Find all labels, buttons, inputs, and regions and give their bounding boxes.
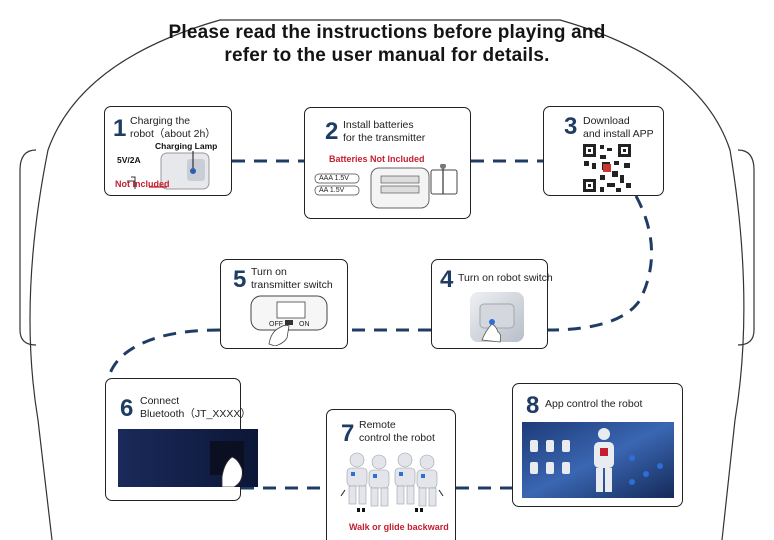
instruction-title-line2: refer to the user manual for details. (224, 45, 550, 66)
step-number: 5 (233, 266, 247, 293)
step-number: 2 (325, 118, 339, 145)
battery-aa-label: AA 1.5V (319, 187, 345, 194)
step-label-line1: Turn on (251, 266, 287, 278)
step-number: 3 (564, 113, 578, 140)
step-number: 6 (120, 395, 134, 422)
qr-code-icon (582, 143, 632, 193)
step-label-line1: Connect (140, 395, 180, 407)
step-number: 1 (113, 115, 127, 142)
step-number: 7 (341, 420, 355, 447)
voltage-label: 5V/2A (117, 155, 141, 165)
not-included-note: Not Included (115, 179, 170, 189)
step-label-line1: Charging the (130, 115, 191, 127)
charging-lamp-label: Charging Lamp (155, 141, 218, 151)
step-label-line1: App control the robot (545, 398, 643, 410)
step-number: 8 (526, 392, 540, 419)
step-8-card: 8 App control the robot (512, 383, 683, 507)
step-label-line2: control the robot (359, 432, 435, 444)
transmitter-switch-illustration (250, 295, 328, 346)
step-6-card: 6 Connect Bluetooth（JT_XXXX） (105, 378, 258, 501)
app-control-screen-illustration (522, 422, 674, 498)
transmitter-battery-illustration (314, 164, 458, 209)
instruction-title-line1: Please read the instructions before play… (168, 22, 606, 43)
step-1-card: 1 Charging the robot（about 2h） Charging … (104, 106, 232, 196)
step-label-line1: Install batteries (343, 119, 414, 131)
batteries-not-included-note: Batteries Not Included (329, 154, 425, 164)
step-label-line2: for the transmitter (343, 132, 426, 144)
step-2-card: 2 Install batteries for the transmitter … (304, 107, 471, 219)
step-3-card: 3 Download and install APP (543, 106, 664, 196)
step-4-card: 4 Turn on robot switch (431, 259, 553, 349)
robot-switch-illustration (470, 292, 524, 343)
step-label-line1: Download (583, 115, 630, 127)
charger-illustration (127, 151, 210, 190)
step-label-line2: robot（about 2h） (130, 128, 216, 140)
step-number: 4 (440, 266, 454, 293)
step-label-line2: transmitter switch (251, 279, 333, 291)
switch-on-label: ON (299, 321, 310, 328)
robots-walking-illustration (340, 452, 444, 512)
step-label-line2: Bluetooth（JT_XXXX） (140, 408, 251, 420)
phone-bluetooth-illustration (118, 429, 258, 487)
walk-glide-note: Walk or glide backward (349, 522, 449, 532)
battery-aaa-label: AAA 1.5V (319, 175, 349, 182)
switch-off-label: OFF (269, 321, 283, 328)
step-label-line1: Turn on robot switch (458, 272, 553, 284)
step-label-line1: Remote (359, 419, 396, 431)
step-label-line2: and install APP (583, 128, 654, 140)
step-5-card: 5 Turn on transmitter switch OFF ON (220, 259, 348, 349)
step-7-card: 7 Remote control the robot Walk or glide… (326, 409, 456, 540)
